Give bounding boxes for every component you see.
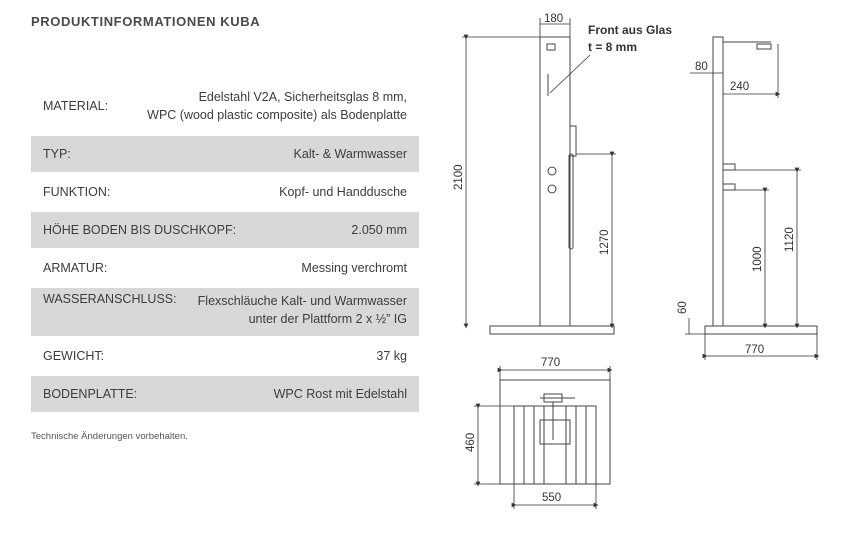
shower-head [756, 43, 772, 50]
spec-value: 37 kg [376, 349, 407, 363]
spec-value-line: unter der Plattform 2 x ½” IG [248, 312, 407, 326]
spec-label: WASSERANSCHLUSS: [43, 292, 177, 306]
dim-plan-inner-label: 550 [542, 492, 561, 504]
spec-row-armatur: ARMATUR: Messing verchromt [31, 248, 419, 288]
glass-label-line1: Front aus Glas [588, 23, 672, 37]
front-view: 180 Front aus Glas t = 8 mm 2100 1270 [453, 13, 672, 335]
head-mount [546, 43, 556, 51]
side-view: 80 240 1120 1000 60 770 [677, 36, 820, 360]
dim-top-width-label: 180 [544, 13, 563, 25]
glass-label-line2: t = 8 mm [588, 40, 637, 54]
spec-value: Messing verchromt [301, 261, 407, 275]
spec-value: Kopf- und Handdusche [279, 185, 407, 199]
shower-column [539, 36, 571, 327]
page-title: PRODUKTINFORMATIONEN KUBA [31, 14, 261, 29]
plan-inner-grate [513, 405, 597, 485]
spec-row-bodenplatte: BODENPLATTE: WPC Rost mit Edelstahl [31, 376, 419, 412]
spec-row-typ: TYP: Kalt- & Warmwasser [31, 136, 419, 172]
handheld-shower [568, 153, 574, 250]
disclaimer-note: Technische Änderungen vorbehalten. [31, 431, 188, 442]
spec-table: MATERIAL: Edelstahl V2A, Sicherheitsglas… [31, 76, 419, 412]
spec-value: Flexschläuche Kalt- und Warmwasser unter… [198, 292, 407, 328]
dim-side-arm-offset-label: 80 [695, 61, 708, 73]
dim-handheld-height-label: 1270 [599, 229, 611, 255]
valve-knob-top [547, 166, 557, 176]
spec-value-line: Edelstahl V2A, Sicherheitsglas 8 mm, [198, 90, 407, 104]
spec-value: WPC Rost mit Edelstahl [273, 387, 407, 401]
spec-value: 2.050 mm [351, 223, 407, 237]
plan-slats [523, 406, 587, 484]
spec-label: ARMATUR: [43, 261, 108, 275]
plan-view: 770 460 550 [465, 357, 613, 509]
spec-value-line: Flexschläuche Kalt- und Warmwasser [197, 294, 407, 308]
side-valve-top [722, 163, 736, 171]
dim-total-height-label: 2100 [453, 164, 465, 190]
base-plate-side [704, 325, 818, 335]
spec-label: MATERIAL: [43, 99, 109, 113]
side-valve-bottom [722, 183, 736, 191]
spec-value: Edelstahl V2A, Sicherheitsglas 8 mm, WPC… [147, 88, 407, 124]
spec-row-hoehe: HÖHE BODEN BIS DUSCHKOPF: 2.050 mm [31, 212, 419, 248]
spec-label: TYP: [43, 147, 71, 161]
plan-column-footprint [539, 419, 571, 445]
dim-side-arm-length-label: 240 [730, 81, 749, 93]
dim-plan-width-label: 770 [541, 357, 560, 369]
base-plate-front [489, 325, 615, 335]
spec-row-gewicht: GEWICHT: 37 kg [31, 336, 419, 376]
valve-knob-bottom [547, 184, 557, 194]
spec-value: Kalt- & Warmwasser [293, 147, 407, 161]
spec-row-material: MATERIAL: Edelstahl V2A, Sicherheitsglas… [31, 76, 419, 136]
dim-side-base-label: 770 [745, 344, 764, 356]
dim-side-1120-label: 1120 [784, 227, 796, 252]
dim-plan-depth-label: 460 [465, 433, 477, 452]
dim-side-1000-label: 1000 [752, 246, 764, 272]
handheld-holder [569, 125, 577, 157]
glass-leader-line [549, 54, 591, 94]
spec-label: FUNKTION: [43, 185, 111, 199]
spec-row-funktion: FUNKTION: Kopf- und Handdusche [31, 172, 419, 212]
side-column [712, 36, 724, 327]
dim-side-60-label: 60 [677, 301, 689, 314]
spec-row-wasseranschluss: WASSERANSCHLUSS: Flexschläuche Kalt- und… [31, 288, 419, 336]
spec-value-line: WPC (wood plastic composite) als Bodenpl… [147, 108, 407, 122]
spec-label: HÖHE BODEN BIS DUSCHKOPF: [43, 223, 237, 237]
spec-label: BODENPLATTE: [43, 387, 138, 401]
spec-label: GEWICHT: [43, 349, 105, 363]
plan-outer-base [499, 379, 611, 485]
